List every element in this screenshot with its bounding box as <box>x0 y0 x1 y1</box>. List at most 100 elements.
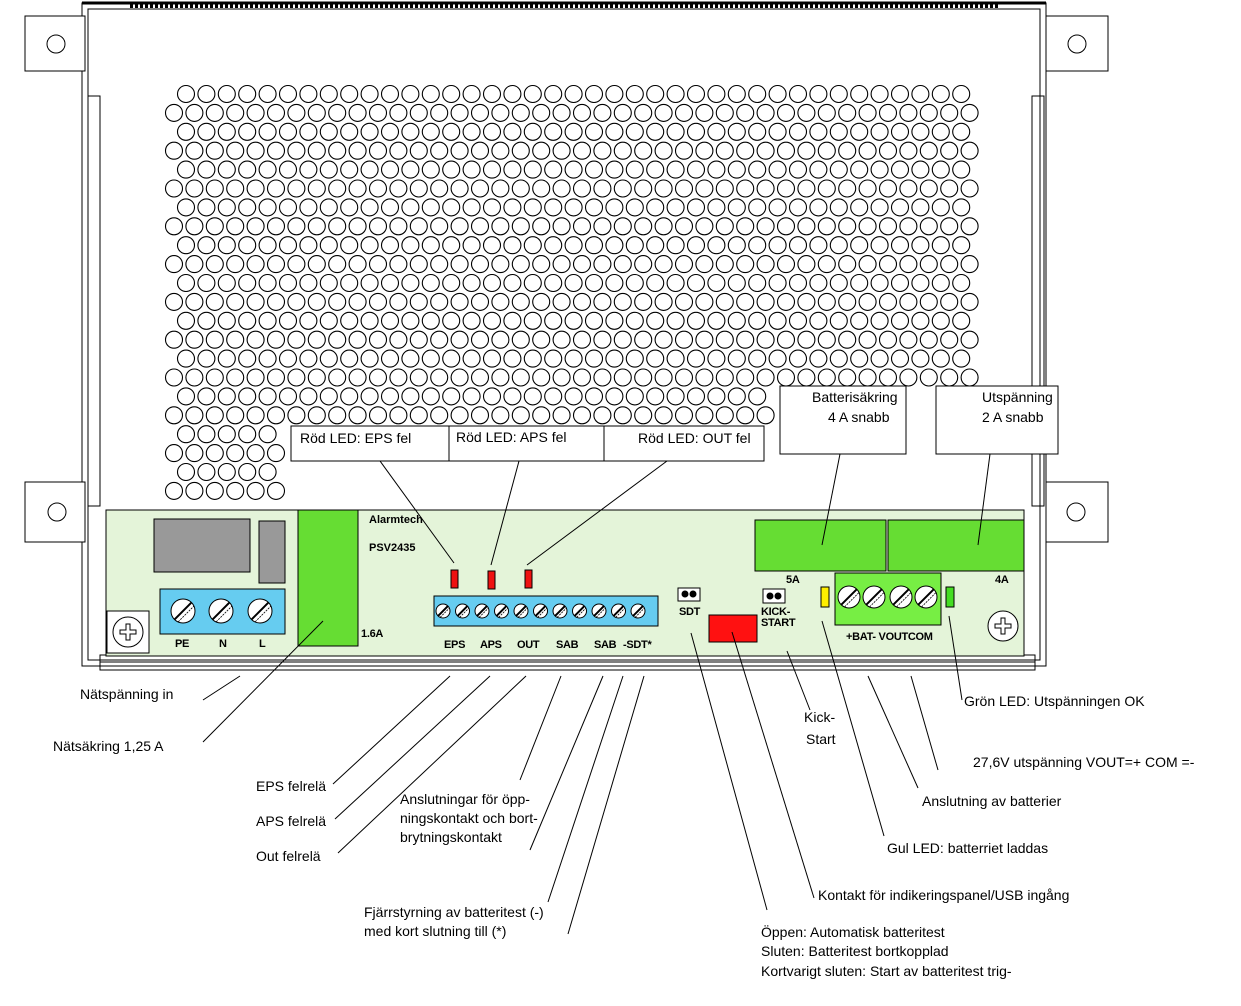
vent-hole <box>482 236 502 255</box>
vent-hole <box>960 141 979 160</box>
vent-hole <box>952 311 971 330</box>
vent-hole <box>776 103 796 122</box>
vent-hole <box>768 160 787 179</box>
vent-hole <box>695 368 714 387</box>
annotation-green-led: Grön LED: Utspänningen OK <box>964 693 1145 709</box>
vent-hole <box>430 217 449 236</box>
vent-hole <box>380 273 400 293</box>
vent-hole <box>340 160 359 179</box>
terminal-label-n: N <box>219 638 227 650</box>
vent-hole <box>931 236 950 255</box>
indicator-panel-socket <box>708 614 758 643</box>
battery-fuse-rating: 5A <box>786 574 800 586</box>
vent-hole <box>328 103 347 122</box>
vent-hole <box>940 330 959 349</box>
vent-hole <box>572 217 592 236</box>
vent-hole <box>450 368 469 387</box>
vent-hole <box>544 349 563 368</box>
output-fuse-holder <box>887 519 1025 572</box>
vent-hole <box>319 349 338 368</box>
vent-hole <box>470 217 490 236</box>
callout-led-aps: Röd LED: APS fel <box>456 429 567 445</box>
vent-hole <box>299 387 318 406</box>
vent-hole <box>960 368 979 387</box>
vent-hole <box>572 141 592 160</box>
vent-hole <box>870 122 889 141</box>
vent-hole <box>532 406 551 425</box>
vent-hole <box>380 349 400 368</box>
vent-hole <box>238 462 257 482</box>
vent-hole <box>226 481 245 500</box>
vent-hole <box>523 198 542 217</box>
vent-hole <box>625 84 644 104</box>
vent-hole <box>768 84 787 104</box>
vent-hole <box>328 292 347 311</box>
vent-hole <box>940 141 959 160</box>
vent-hole <box>817 368 836 387</box>
vent-hole <box>605 349 624 368</box>
vent-hole <box>829 273 848 293</box>
vent-hole <box>287 179 306 198</box>
vent-hole <box>911 349 930 368</box>
vent-hole <box>552 255 571 274</box>
vent-hole <box>482 198 502 217</box>
vent-hole <box>401 122 420 141</box>
vent-hole <box>911 311 930 330</box>
vent-hole <box>715 330 734 349</box>
vent-hole <box>185 255 204 274</box>
vent-hole <box>776 330 796 349</box>
vent-hole <box>544 122 563 141</box>
vent-hole <box>246 481 265 500</box>
vent-hole <box>450 406 469 425</box>
vent-hole <box>307 217 326 236</box>
vent-hole <box>238 84 257 104</box>
vent-hole <box>503 349 522 368</box>
vent-hole <box>430 255 449 274</box>
kickstart-jumper-label: KICK- START <box>761 606 796 629</box>
vent-hole <box>952 160 971 179</box>
vent-hole <box>748 387 767 406</box>
vent-hole <box>491 368 510 387</box>
vent-hole <box>491 141 510 160</box>
leader-lines <box>202 453 991 935</box>
vent-hole <box>899 255 918 274</box>
vent-hole <box>899 141 918 160</box>
vent-hole <box>756 217 775 236</box>
vent-hole <box>442 349 461 368</box>
vent-hole <box>389 292 408 311</box>
vent-hole <box>829 160 848 179</box>
terminal-screw <box>455 603 470 619</box>
vent-hole <box>593 179 612 198</box>
vent-hole <box>470 330 490 349</box>
vent-hole <box>450 217 469 236</box>
vent-hole <box>266 444 286 463</box>
vent-hole <box>226 292 245 311</box>
vent-hole <box>421 349 440 368</box>
vent-hole <box>593 406 612 425</box>
vent-hole <box>748 273 767 293</box>
vent-hole <box>368 330 388 349</box>
board-screw-right <box>987 610 1019 642</box>
vent-hole <box>564 198 583 217</box>
vent-hole <box>552 406 571 425</box>
vent-hole <box>613 292 632 311</box>
vent-hole <box>442 198 461 217</box>
vent-hole <box>707 84 726 104</box>
vent-hole <box>768 273 787 293</box>
vent-hole <box>380 160 400 179</box>
vent-hole <box>809 122 828 141</box>
vent-hole <box>625 273 644 293</box>
output-terminal-block <box>834 572 942 626</box>
vent-hole <box>258 387 277 406</box>
vent-hole <box>911 198 930 217</box>
vent-hole <box>226 406 245 425</box>
vent-hole <box>421 236 440 255</box>
vent-hole <box>430 330 449 349</box>
vent-hole <box>238 349 257 368</box>
vent-hole <box>890 311 910 330</box>
vent-hole <box>266 368 286 387</box>
vent-hole <box>328 368 347 387</box>
vent-hole <box>348 255 367 274</box>
vent-hole <box>258 236 277 255</box>
vent-hole <box>890 236 910 255</box>
